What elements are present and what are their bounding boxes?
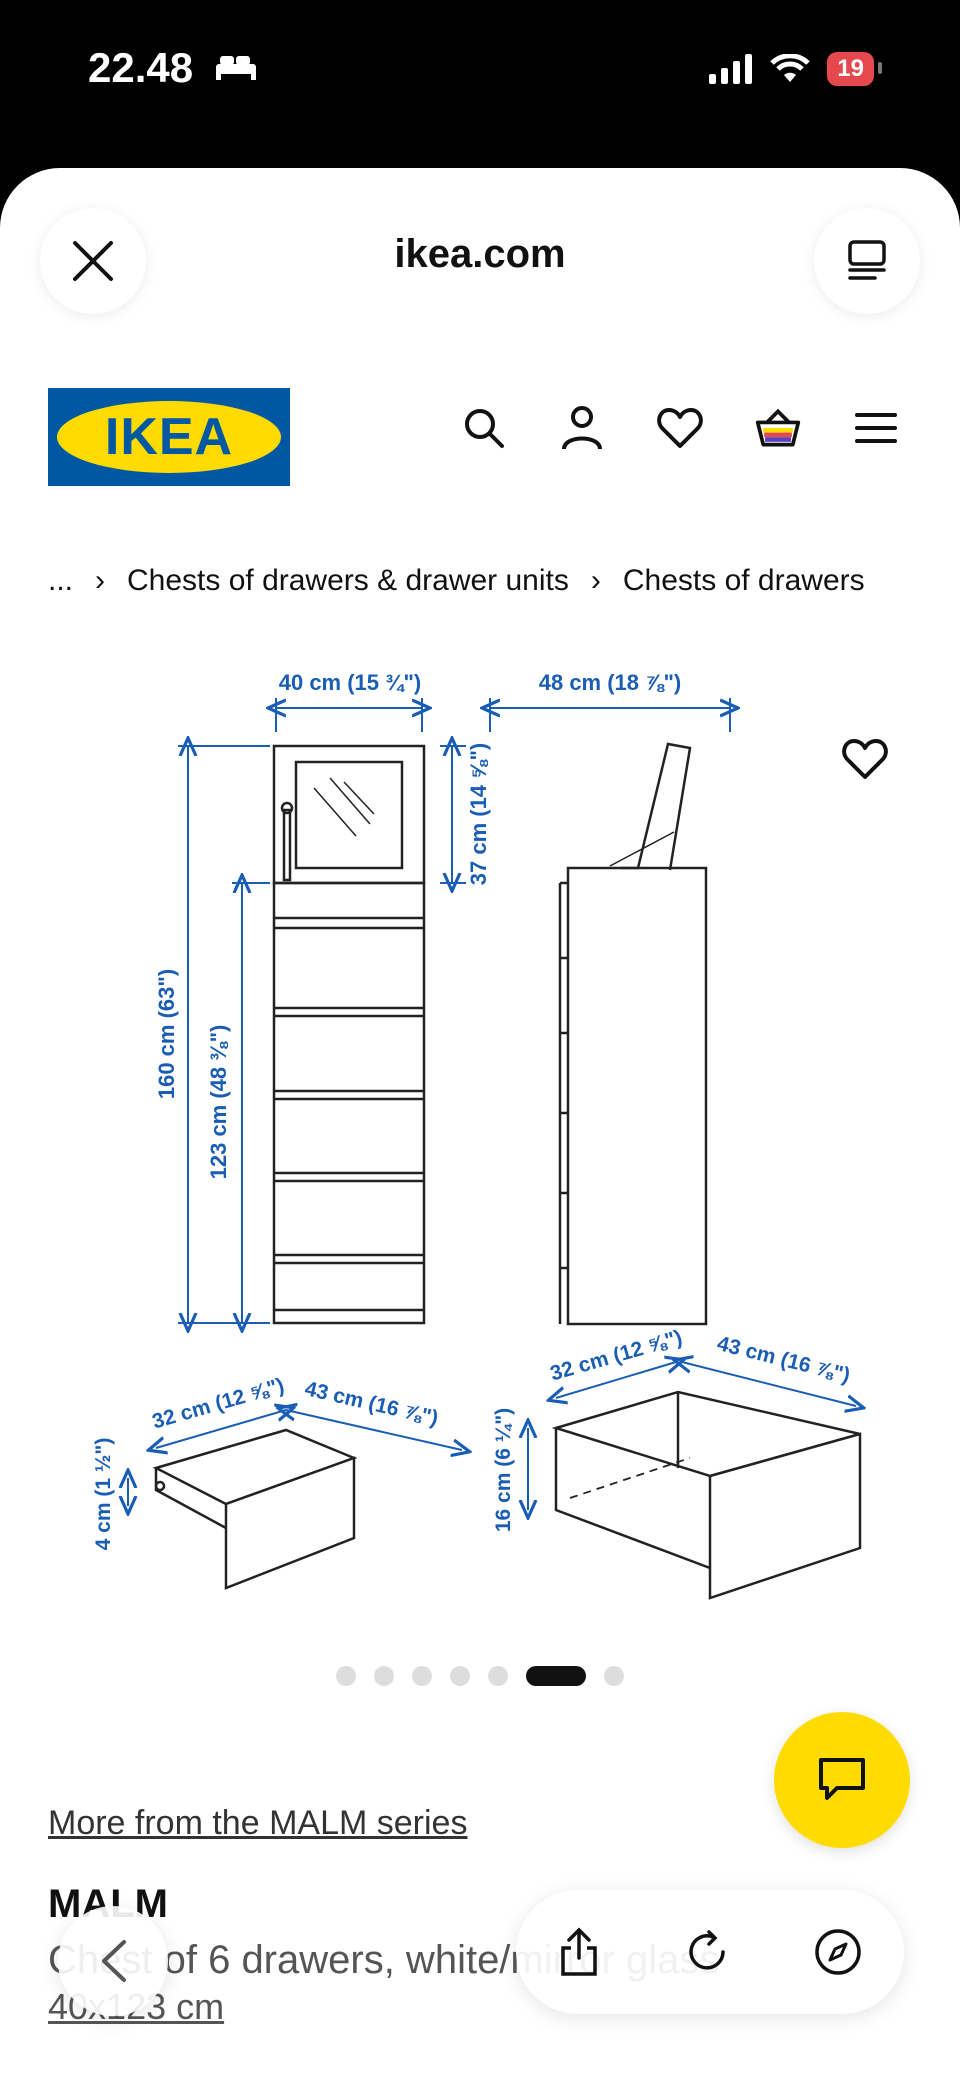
browser-topbar: ikea.com [0,168,960,318]
heart-icon [842,739,888,779]
save-to-favourites-button[interactable] [842,738,888,780]
signal-icon [709,54,753,84]
status-right: 19 [709,52,882,86]
search-icon [465,409,504,448]
breadcrumb-item-drawer-units[interactable]: Chests of drawers & drawer units [127,564,569,597]
chat-icon [819,1758,865,1800]
search-button[interactable] [460,404,508,452]
reload-button[interactable] [683,1928,731,1976]
side-depth-label: 48 cm (18 ⅞") [539,670,682,695]
image-carousel-dots [0,1666,960,1686]
small-drawer-drawing [152,1428,358,1590]
compass-icon [815,1929,861,1975]
status-bar: 22.48 19 [0,0,960,150]
hamburger-menu-icon [855,413,897,443]
user-icon [562,406,602,450]
basket-icon [755,408,801,447]
page-domain: ikea.com [394,232,566,276]
product-dimension-image[interactable]: 40 cm (15 ¾") 48 cm (18 ⅞") 37 cm (14 ⅝"… [70,658,890,1788]
reload-icon [689,1930,725,1970]
breadcrumb-item-chests[interactable]: Chests of drawers [622,564,865,597]
wifi-icon [770,54,811,82]
large-drawer-width-label: 32 cm (12 ⅝") [548,1326,685,1386]
chevron-left-icon [102,1940,126,1982]
browser-button[interactable] [813,1927,863,1977]
large-drawer-depth-label: 43 cm (16 ⅞") [715,1332,853,1387]
carousel-dot-active[interactable] [526,1666,586,1686]
front-view-drawing [272,744,426,1325]
share-icon [561,1927,597,1976]
small-drawer-depth-label: 43 cm (16 ⅞") [303,1377,441,1430]
heart-icon [657,408,703,448]
chevron-right-icon: › [590,564,601,597]
sleep-bed-icon [214,52,258,82]
back-button[interactable] [58,1906,168,2016]
reader-mode-button[interactable] [814,208,920,314]
total-height-label: 160 cm (63") [154,969,179,1099]
series-link[interactable]: More from the MALM series [48,1804,468,1842]
chevron-right-icon: › [95,564,106,597]
browser-toolbar [516,1890,904,2014]
carousel-dot[interactable] [374,1666,394,1686]
carousel-dot[interactable] [412,1666,432,1686]
side-view-drawing [558,742,708,1326]
close-button[interactable] [40,208,146,314]
chest-height-label: 123 cm (48 ⅜") [206,1025,231,1180]
favourites-button[interactable] [656,404,704,452]
small-drawer-height-label: 4 cm (1 ½") [92,1438,115,1551]
small-drawer-width-label: 32 cm (12 ⅝") [150,1374,287,1434]
breadcrumb: ... › Chests of drawers & drawer units ›… [48,564,865,598]
account-button[interactable] [558,404,606,452]
front-width-label: 40 cm (15 ¾") [279,670,422,695]
carousel-dot[interactable] [450,1666,470,1686]
ikea-logo-oval: IKEA [57,401,281,473]
menu-button[interactable] [852,404,900,452]
carousel-dot[interactable] [336,1666,356,1686]
header-nav [460,404,900,452]
browser-sheet: ikea.com IKEA ... › Chests of drawers & … [0,168,960,2081]
share-button[interactable] [557,1926,601,1978]
large-drawer-height-label: 16 cm (6 ¼") [492,1408,515,1532]
ikea-logo[interactable]: IKEA [48,388,290,486]
close-icon [73,241,113,281]
carousel-dot[interactable] [488,1666,508,1686]
chat-button[interactable] [774,1712,910,1848]
battery-indicator: 19 [827,52,882,86]
status-time: 22.48 [88,44,194,91]
mirror-height-label: 37 cm (14 ⅝") [466,743,491,886]
carousel-dot[interactable] [604,1666,624,1686]
basket-button[interactable] [754,404,802,452]
reader-icon [848,240,886,280]
ikea-logo-text: IKEA [104,408,234,466]
breadcrumb-ellipsis[interactable]: ... [48,564,74,597]
large-drawer-drawing [551,1390,862,1600]
